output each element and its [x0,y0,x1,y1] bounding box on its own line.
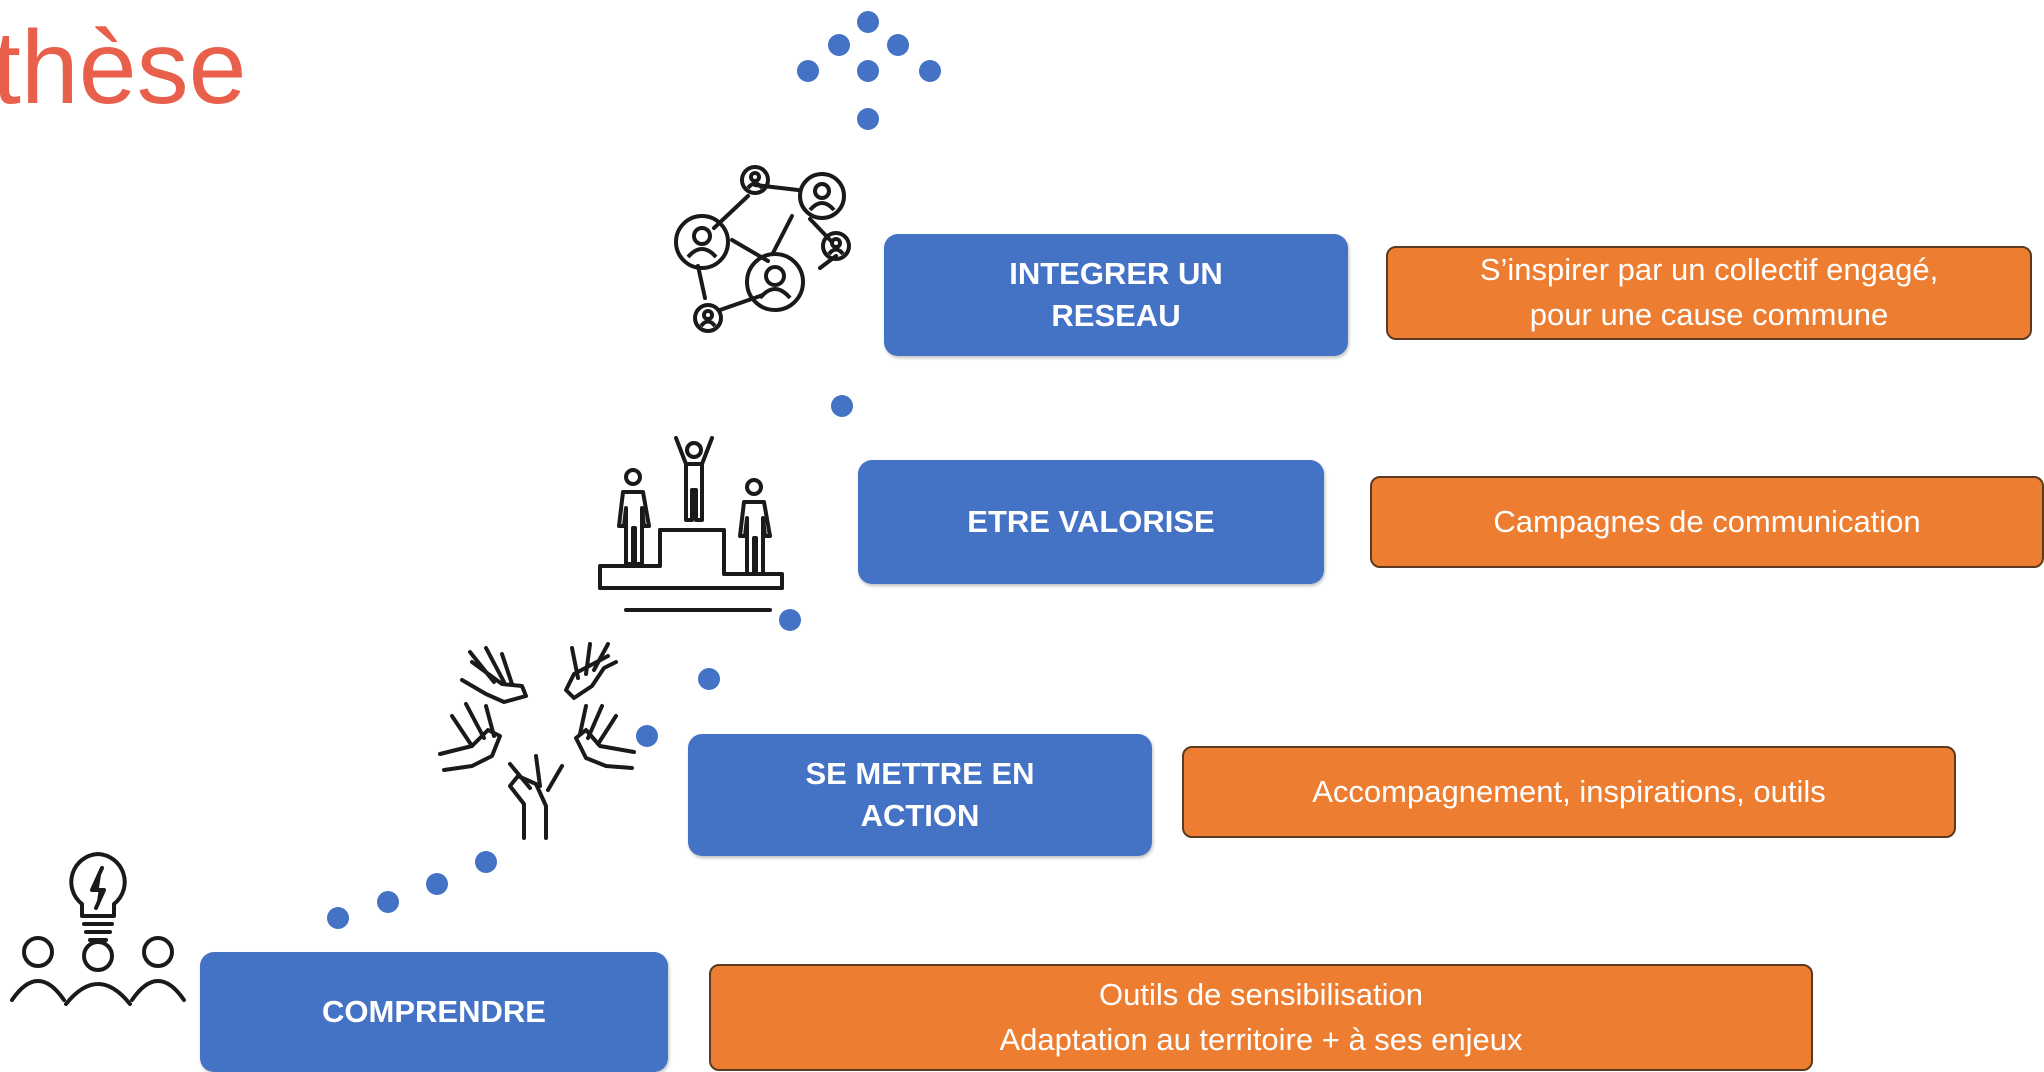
step-label-line: SE METTRE EN [805,756,1035,792]
arrow-dot [828,34,850,56]
arrow-dot [857,11,879,33]
step-etre-valorise: ETRE VALORISE [858,460,1324,584]
step-se-mettre-en-action: SE METTRE EN ACTION [688,734,1152,856]
arrow-dot [919,60,941,82]
description-line: Accompagnement, inspirations, outils [1312,773,1826,809]
path-dot [831,395,853,417]
page-title: thèse [0,10,247,126]
network-people-icon [674,165,851,333]
path-dot [779,609,801,631]
arrow-dot [887,34,909,56]
step-label-line: RESEAU [1051,298,1181,333]
hands-circle-icon [438,642,636,840]
step-label-line: INTEGRER UN [1009,256,1223,292]
path-dot [698,668,720,690]
arrow-dot [857,60,879,82]
path-dot [857,108,879,130]
description-line: Campagnes de communication [1493,503,1921,539]
description-line: Outils de sensibilisation [1099,976,1423,1012]
step-label-line: ETRE VALORISE [967,504,1215,540]
podium-icon [598,436,784,612]
description-comprendre: Outils de sensibilisation Adaptation au … [709,964,1813,1071]
path-dot [377,891,399,913]
description-etre-valorise: Campagnes de communication [1370,476,2044,568]
description-integrer-reseau: S’inspirer par un collectif engagé, pour… [1386,246,2032,340]
path-dot [327,907,349,929]
description-se-mettre-en-action: Accompagnement, inspirations, outils [1182,746,1956,838]
step-integrer-reseau: INTEGRER UN RESEAU [884,234,1348,356]
path-dot [475,851,497,873]
step-label-line: ACTION [860,798,980,833]
description-line: pour une cause commune [1529,297,1889,332]
path-dot [426,873,448,895]
path-dot [636,725,658,747]
description-line: S’inspirer par un collectif engagé, [1479,252,1939,288]
description-line: Adaptation au territoire + à ses enjeux [999,1021,1523,1057]
lightbulb-team-icon [10,852,186,1006]
step-comprendre: COMPRENDRE [200,952,668,1072]
arrow-dot [797,60,819,82]
step-label-line: COMPRENDRE [322,994,546,1030]
